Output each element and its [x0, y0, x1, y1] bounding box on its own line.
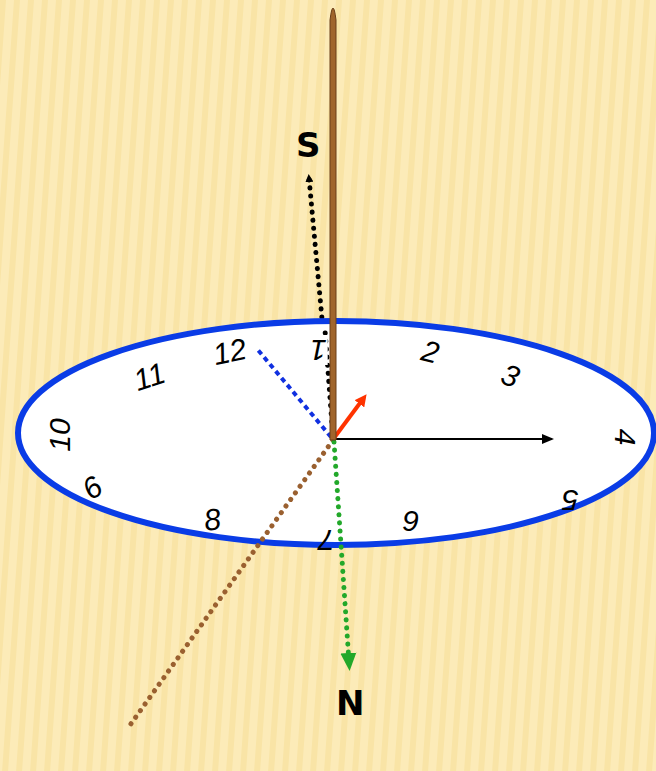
hour-number: 8 [201, 504, 224, 536]
hour-number: 10 [45, 417, 75, 452]
hour-hand [333, 438, 552, 440]
hour-number: 1 [309, 335, 328, 365]
hour-number: 4 [610, 428, 640, 447]
compass-letter: S [296, 128, 321, 162]
compass-letter: N [336, 686, 364, 720]
north-line [334, 442, 349, 662]
hour-number: 7 [317, 525, 336, 555]
hour-number: 5 [561, 485, 580, 515]
bisector-arrow [334, 399, 363, 438]
shadow-line [128, 440, 333, 728]
gnomon-stick [330, 8, 336, 440]
hour-number: 12 [209, 334, 250, 371]
hour-number: 9 [401, 506, 420, 536]
